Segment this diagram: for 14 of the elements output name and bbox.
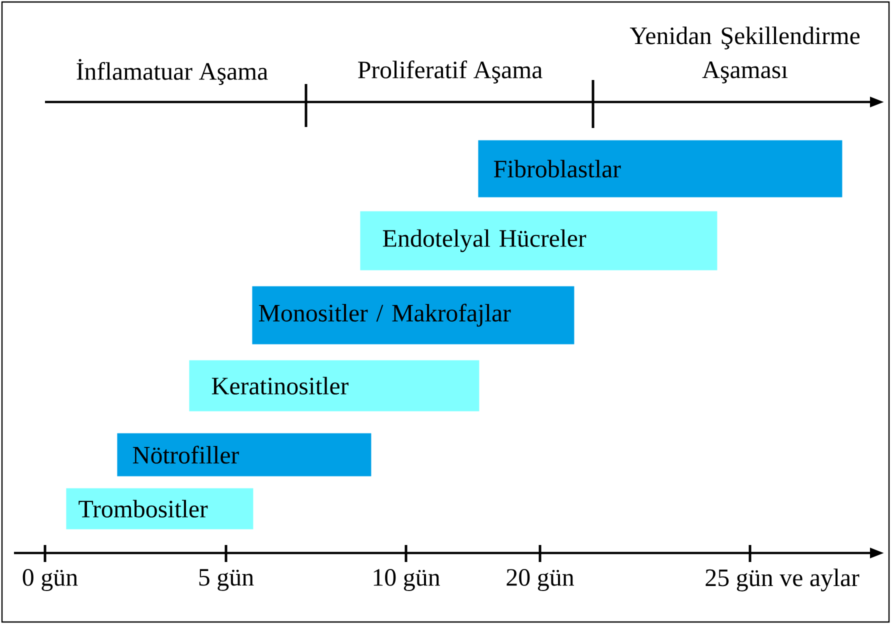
tick-label: 10 gün <box>374 569 440 592</box>
phase-label: İnflamatuar Aşama <box>76 59 268 85</box>
phase-label: Yenidan Şekillendirme Aşaması <box>630 26 860 84</box>
phase-label: Proliferatif Aşama <box>358 60 542 84</box>
cell-bar: Fibroblastlar <box>478 140 842 198</box>
tick-label: 0 gün <box>22 569 78 592</box>
cell-bar: Monositler / Makrofajlar <box>252 286 574 344</box>
cell-bar: Keratinositler <box>189 360 480 412</box>
cell-bar: Nötrofiller <box>117 433 372 476</box>
tick-label: 5 gün <box>199 569 254 591</box>
cell-bar: Endotelyal Hücreler <box>360 211 718 270</box>
tick-label: 20 gün <box>506 569 574 592</box>
tick-label: 25 gün ve aylar <box>706 568 860 592</box>
cell-bar: Trombositler <box>66 488 254 530</box>
